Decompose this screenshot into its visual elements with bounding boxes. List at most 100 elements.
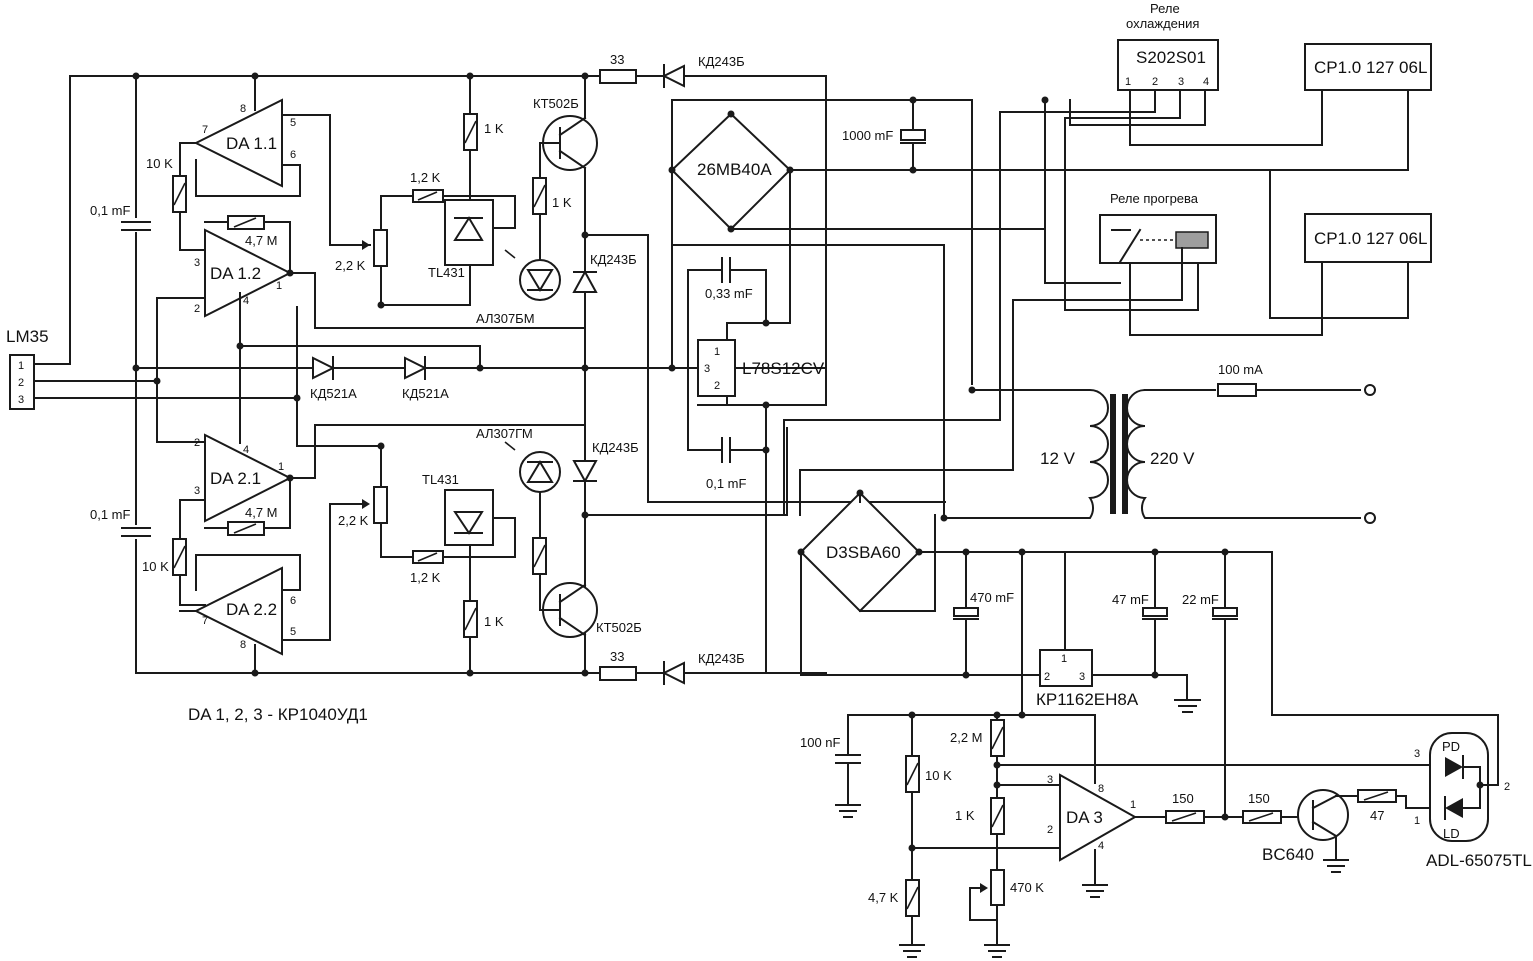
svg-text:3: 3 xyxy=(1178,76,1184,88)
svg-text:2,2 K: 2,2 K xyxy=(335,258,366,273)
svg-text:1 K: 1 K xyxy=(484,121,504,136)
diode-kd243-b: КД243Б xyxy=(572,440,639,484)
resistor-10k-a: 10 K xyxy=(146,156,187,213)
resistor-12k-a: 1,2 K xyxy=(410,170,444,203)
svg-text:DA 2.1: DA 2.1 xyxy=(210,469,261,488)
resistor-1k-a: 1 K xyxy=(463,113,504,151)
svg-text:100 mA: 100 mA xyxy=(1218,362,1263,377)
resistor-10k-b: 10 K xyxy=(142,538,187,576)
led-b: АЛ307ГМ xyxy=(476,426,561,493)
svg-text:КД243Б: КД243Б xyxy=(592,440,639,455)
opamp-da12: DA 1.2 3 2 4 1 xyxy=(194,228,293,318)
capacitor-c5: 1000 mF xyxy=(842,99,926,171)
svg-text:DA 3: DA 3 xyxy=(1066,808,1103,827)
capacitor-c7: 47 mF xyxy=(1112,551,1168,676)
regulator-l78s12cv: 1 3 2 L78S12CV xyxy=(697,339,825,397)
relay-warm xyxy=(1099,214,1217,264)
svg-text:7: 7 xyxy=(202,615,208,627)
svg-text:КД243Б: КД243Б xyxy=(698,651,745,666)
svg-text:1,2 K: 1,2 K xyxy=(410,570,441,585)
resistor-33-a: 33 xyxy=(599,52,637,84)
svg-text:0,33 mF: 0,33 mF xyxy=(705,286,753,301)
regulator-kr1162: 1 2 3 КР1162ЕН8А xyxy=(1036,649,1139,709)
resistor-47: 47 xyxy=(1357,789,1397,823)
svg-text:ADL-65075TL: ADL-65075TL xyxy=(1426,851,1532,870)
bridge-26mb40a: 26MB40A xyxy=(670,112,792,231)
svg-text:КД243Б: КД243Б xyxy=(590,252,637,267)
svg-text:33: 33 xyxy=(610,649,624,664)
svg-text:1: 1 xyxy=(18,360,24,372)
svg-text:D3SBA60: D3SBA60 xyxy=(826,543,901,562)
svg-text:1 K: 1 K xyxy=(552,195,572,210)
resistor-150-a: 150 xyxy=(1165,791,1205,824)
opamp-da11: DA 1.1 8 7 5 6 xyxy=(193,98,296,188)
svg-text:CP1.0 127 06L: CP1.0 127 06L xyxy=(1314,229,1427,248)
svg-text:4,7 K: 4,7 K xyxy=(868,890,899,905)
svg-text:DA 1.1: DA 1.1 xyxy=(226,134,277,153)
resistor-12k-b: 1,2 K xyxy=(410,550,444,585)
diode-kd521-a: КД521А xyxy=(310,356,357,401)
svg-text:КТ502Б: КТ502Б xyxy=(596,620,642,635)
svg-text:КТ502Б: КТ502Б xyxy=(533,96,579,111)
warm-relay-title: Реле прогрева xyxy=(1110,191,1199,206)
resistor-22m: 2,2 M xyxy=(950,719,1005,757)
svg-text:5: 5 xyxy=(290,626,296,638)
svg-text:2: 2 xyxy=(194,303,200,315)
svg-text:10 K: 10 K xyxy=(925,768,952,783)
svg-text:6: 6 xyxy=(290,595,296,607)
svg-text:0,1 mF: 0,1 mF xyxy=(90,203,131,218)
resistor-47k: 4,7 K xyxy=(868,879,920,917)
svg-text:2: 2 xyxy=(18,377,24,389)
cool-relay-title-1: Реле xyxy=(1150,1,1180,16)
svg-text:2,2 K: 2,2 K xyxy=(338,513,369,528)
svg-text:1: 1 xyxy=(276,280,282,292)
svg-text:1: 1 xyxy=(1414,815,1420,827)
transistor-kt502-a: КТ502Б xyxy=(533,96,598,171)
svg-text:8: 8 xyxy=(240,639,246,651)
svg-text:7: 7 xyxy=(202,124,208,136)
svg-text:TL431: TL431 xyxy=(422,472,459,487)
svg-text:2: 2 xyxy=(194,437,200,449)
capacitor-c1: 0,1 mF xyxy=(90,203,152,232)
svg-text:3: 3 xyxy=(1414,748,1420,760)
svg-text:4: 4 xyxy=(1203,76,1209,88)
transistor-bc640: BC640 xyxy=(1262,789,1349,864)
cool-relay-title-2: охлаждения xyxy=(1126,16,1199,31)
svg-text:1: 1 xyxy=(1125,76,1131,88)
resistor-r-led-b xyxy=(532,537,547,575)
svg-text:1 K: 1 K xyxy=(484,614,504,629)
svg-text:12 V: 12 V xyxy=(1040,449,1076,468)
capacitor-c3: 0,33 mF xyxy=(687,257,767,369)
svg-text:L78S12CV: L78S12CV xyxy=(742,359,825,378)
diode-kd243-c: КД243Б xyxy=(661,54,745,88)
resistor-1k-d: 1 K xyxy=(955,797,1005,835)
fan-cp1-a: CP1.0 127 06L xyxy=(1304,43,1432,91)
svg-text:4: 4 xyxy=(1098,840,1104,852)
svg-text:PD: PD xyxy=(1442,739,1460,754)
svg-text:470 mF: 470 mF xyxy=(970,590,1014,605)
svg-text:47: 47 xyxy=(1370,808,1384,823)
lm35-sensor: LM35 1 2 3 xyxy=(6,327,49,410)
svg-text:5: 5 xyxy=(290,117,296,129)
svg-text:1 K: 1 K xyxy=(955,808,975,823)
svg-text:2: 2 xyxy=(714,380,720,392)
svg-text:DA 2.2: DA 2.2 xyxy=(226,600,277,619)
svg-text:1: 1 xyxy=(1130,799,1136,811)
resistor-1k-b: 1 K xyxy=(532,177,572,215)
potentiometer-470k: 470 K xyxy=(969,869,1044,921)
svg-text:220 V: 220 V xyxy=(1150,449,1195,468)
svg-text:2: 2 xyxy=(1504,781,1510,793)
svg-text:3: 3 xyxy=(1047,774,1053,786)
svg-text:КД521А: КД521А xyxy=(402,386,449,401)
svg-text:1: 1 xyxy=(714,346,720,358)
fan-cp1-b: CP1.0 127 06L xyxy=(1304,213,1432,263)
svg-text:LD: LD xyxy=(1443,826,1460,841)
svg-text:3: 3 xyxy=(194,257,200,269)
svg-text:S202S01: S202S01 xyxy=(1136,48,1206,67)
tl431-a: TL431 xyxy=(428,199,494,280)
diode-kd243-d: КД243Б xyxy=(661,651,745,685)
svg-text:DA 1.2: DA 1.2 xyxy=(210,264,261,283)
svg-text:8: 8 xyxy=(1098,783,1104,795)
svg-text:3: 3 xyxy=(194,485,200,497)
svg-text:АЛ307БМ: АЛ307БМ xyxy=(476,311,535,326)
